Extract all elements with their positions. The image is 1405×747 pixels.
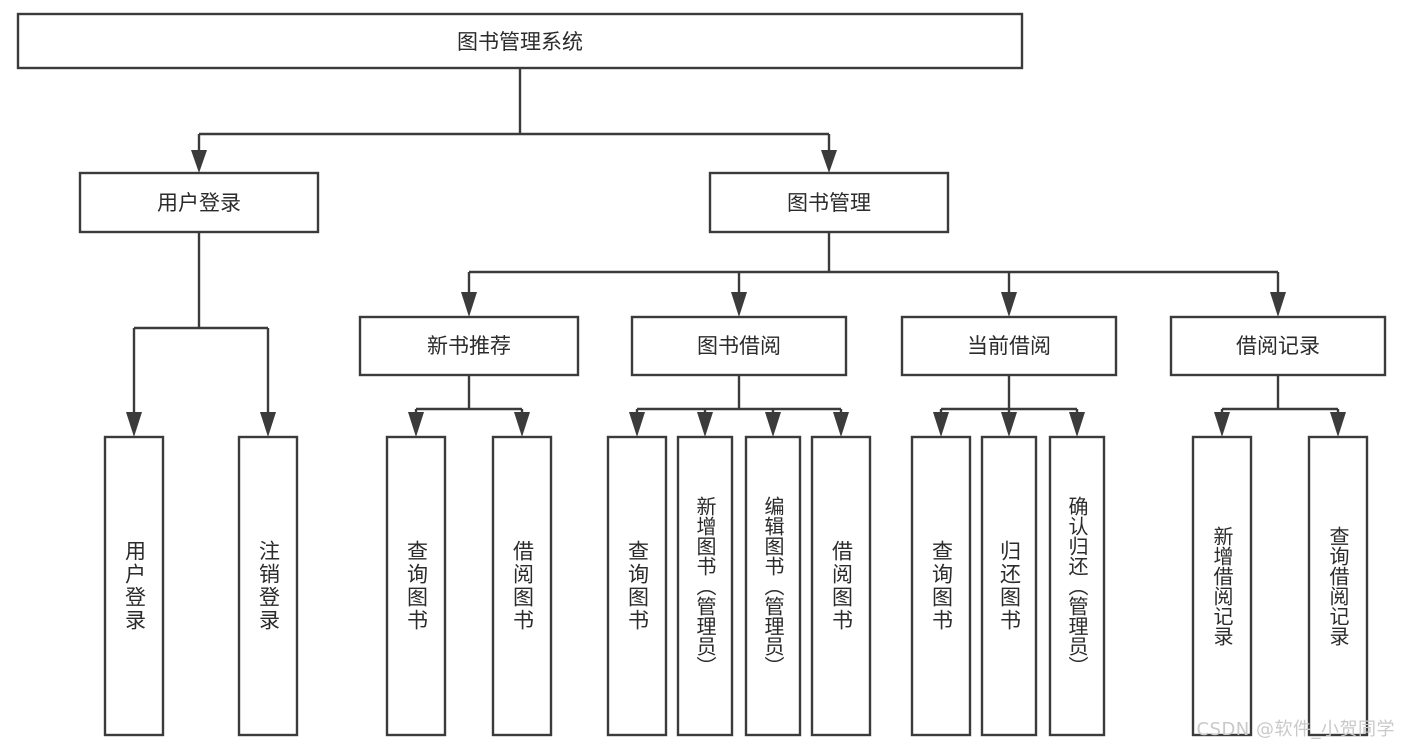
arrow-head-leaf-nbr-1 — [408, 412, 424, 437]
node-new-book-recommend-box[interactable] — [358, 315, 580, 377]
connector-group-current-borrow — [933, 375, 1085, 437]
arrow-head-leaf-user-login-1 — [126, 412, 142, 437]
node-leaf-user-login-1-box[interactable] — [103, 435, 165, 737]
arrow-head-leaf-bb-1 — [629, 412, 645, 437]
arrow-head-leaf-nbr-2 — [514, 412, 530, 437]
connector-group-book-borrow — [629, 375, 849, 437]
node-borrow-record-label: 借阅记录 — [1236, 334, 1320, 358]
node-root-label: 图书管理系统 — [457, 30, 583, 54]
arrow-head-book-borrow — [731, 292, 747, 317]
node-borrow-record-box[interactable] — [1169, 315, 1387, 377]
node-leaf-bb-2-box[interactable] — [676, 435, 734, 737]
arrow-head-leaf-cb-3 — [1069, 412, 1085, 437]
node-root-box[interactable] — [16, 12, 1024, 70]
node-leaf-nbr-2-box[interactable] — [491, 435, 553, 737]
arrow-head-book-mgmt — [821, 150, 837, 173]
node-current-borrow-box[interactable] — [900, 315, 1118, 377]
arrow-head-new-book-recommend — [461, 292, 477, 317]
connector-group-root — [191, 68, 837, 173]
node-leaf-nbr-1-box[interactable] — [385, 435, 447, 737]
connector-group-borrow-record — [1214, 375, 1346, 437]
arrow-head-leaf-br-1 — [1214, 412, 1230, 437]
node-leaf-cb-1-box[interactable] — [910, 435, 972, 737]
node-book-mgmt-box[interactable] — [708, 171, 950, 234]
node-leaf-br-1-box[interactable] — [1191, 435, 1253, 737]
node-leaf-user-login-2-box[interactable] — [237, 435, 299, 737]
arrow-head-user-login — [191, 150, 207, 173]
node-leaf-cb-2-box[interactable] — [980, 435, 1038, 737]
node-book-borrow-label: 图书借阅 — [697, 334, 781, 358]
arrow-head-leaf-br-2 — [1330, 412, 1346, 437]
node-leaf-bb-1-box[interactable] — [606, 435, 668, 737]
node-book-borrow-box[interactable] — [630, 315, 848, 377]
node-user-login-label: 用户登录 — [157, 191, 241, 215]
node-book-mgmt-label: 图书管理 — [787, 191, 871, 215]
watermark: CSDN @软件_小贺同学 — [1196, 719, 1395, 740]
arrow-head-leaf-user-login-2 — [260, 412, 276, 437]
arrow-head-leaf-bb-2 — [697, 412, 713, 437]
node-leaf-br-2-box[interactable] — [1307, 435, 1369, 737]
arrow-head-leaf-bb-3 — [765, 412, 781, 437]
arrow-head-leaf-cb-1 — [933, 412, 949, 437]
arrow-head-leaf-bb-4 — [833, 412, 849, 437]
connector-group-new-book-recommend — [408, 375, 530, 437]
arrow-head-current-borrow — [1001, 292, 1017, 317]
connector-group-user-login — [126, 232, 276, 437]
node-leaf-cb-3-box[interactable] — [1048, 435, 1106, 737]
connector-group-book-mgmt — [461, 232, 1286, 317]
node-current-borrow-label: 当前借阅 — [967, 334, 1051, 358]
node-user-login-box[interactable] — [78, 171, 320, 234]
arrow-head-leaf-cb-2 — [1001, 412, 1017, 437]
node-leaf-bb-4-box[interactable] — [810, 435, 872, 737]
node-new-book-recommend-label: 新书推荐 — [427, 334, 511, 358]
node-leaf-bb-3-box[interactable] — [744, 435, 802, 737]
arrow-head-borrow-record — [1270, 292, 1286, 317]
